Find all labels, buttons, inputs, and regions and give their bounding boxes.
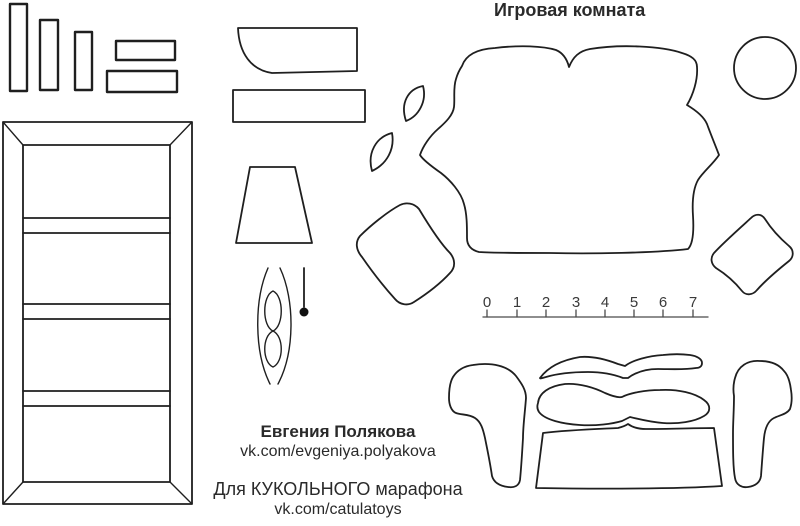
ruler-label-0: 0 [482, 294, 492, 311]
piece-leaf-small-2 [369, 132, 394, 172]
ruler-label-5: 5 [629, 294, 639, 311]
marathon-text: Для КУКОЛЬНОГО марафона [213, 479, 463, 499]
piece-plank-tall-1 [8, 2, 29, 93]
piece-pin-marker [299, 267, 309, 317]
piece-pillow-left [355, 202, 456, 306]
pin-head [299, 307, 309, 317]
piece-plank-tall-2 [38, 18, 60, 92]
scroll-figure-eight [264, 290, 282, 368]
credits-spacer [188, 461, 488, 478]
piece-circle-cushion [733, 36, 797, 100]
scroll-right-curve [277, 267, 292, 385]
bookshelf-outer [2, 121, 193, 505]
ruler-label-4: 4 [600, 294, 610, 311]
ruler-label-2: 2 [541, 294, 551, 311]
piece-sofa-bolster-cushion [536, 382, 711, 427]
scroll-left-curve [257, 267, 271, 385]
marathon-link: vk.com/catulatoys [274, 501, 402, 518]
piece-armrest-left [448, 363, 527, 489]
bookshelf-miter-br [169, 481, 193, 505]
piece-pillow-right [710, 213, 794, 296]
piece-plank-long [232, 89, 366, 123]
measure-ruler [482, 309, 709, 318]
ruler-label-7: 7 [688, 294, 698, 311]
credits-block: Евгения Полякова vk.com/evgeniya.polyako… [188, 421, 488, 519]
author-name: Евгения Полякова [260, 422, 416, 441]
ruler-label-6: 6 [658, 294, 668, 311]
piece-sofa-top-roll [539, 353, 703, 380]
piece-sofa-seat-base [535, 423, 723, 490]
piece-leaf-small-1 [403, 85, 425, 122]
ruler-label-3: 3 [571, 294, 581, 311]
piece-plank-wide-1 [114, 39, 177, 62]
piece-armrest-right [732, 360, 793, 489]
piece-plank-wide-2 [105, 69, 179, 94]
piece-plank-tall-3 [73, 30, 94, 92]
piece-sofa-back-panel [419, 45, 720, 255]
ruler-label-1: 1 [512, 294, 522, 311]
bookshelf-miter-tr [169, 121, 193, 146]
piece-headboard-curved [237, 27, 358, 74]
piece-bookshelf-frame [2, 121, 193, 505]
piece-lampshade [235, 166, 313, 244]
page-title: Игровая комната [494, 0, 646, 20]
piece-lamp-stand-scroll [257, 267, 292, 385]
bookshelf-inner [22, 144, 171, 483]
author-link: vk.com/evgeniya.polyakova [240, 443, 436, 460]
bookshelf-miter-bl [2, 481, 24, 505]
bookshelf-miter-tl [2, 121, 24, 146]
